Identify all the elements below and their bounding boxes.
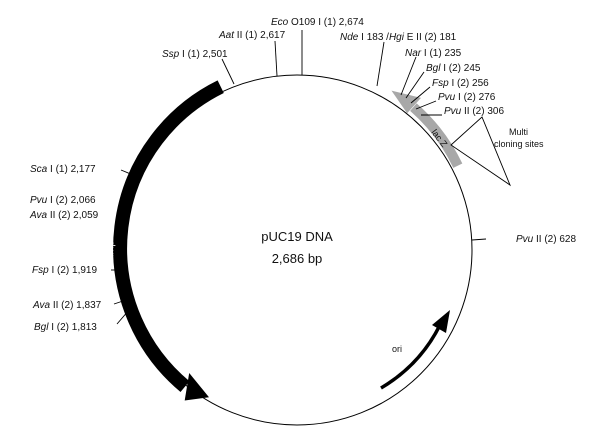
ori-arrow xyxy=(380,310,450,390)
tick-aatii xyxy=(274,40,278,77)
site-label-scai: Sca I (1) 2,177 xyxy=(30,164,96,175)
site-label-avaii-1837: Ava II (2) 1,837 xyxy=(32,300,102,311)
site-label-bgli-1813: Bgl I (2) 1,813 xyxy=(34,322,97,333)
tick-nari xyxy=(400,56,417,96)
ori-label: ori xyxy=(392,344,402,354)
site-label-pvui-2066: Pvu I (2) 2,066 xyxy=(30,195,96,206)
site-label-pvuii-628: Pvu II (2) 628 xyxy=(516,234,576,245)
tick-pvui-2066 xyxy=(121,201,128,206)
tick-avaii-1837 xyxy=(113,299,127,305)
site-label-fspi-256: Fsp I (2) 256 xyxy=(432,78,489,89)
site-label-ndei-hgieii: Nde I 183 /Hgi E II (2) 181 xyxy=(340,32,457,43)
plasmid-name: pUC19 DNA xyxy=(261,229,333,244)
site-label-aatii: Aat II (1) 2,617 xyxy=(218,30,286,41)
tick-pvuii-628 xyxy=(471,238,487,241)
tick-pvui-276 xyxy=(415,100,437,110)
site-label-sspi: Ssp I (1) 2,501 xyxy=(162,49,228,60)
site-label-avaii-2059: Ava II (2) 2,059 xyxy=(29,210,99,221)
mcs-marker xyxy=(450,116,511,187)
tick-ndei xyxy=(376,41,385,87)
site-ticks xyxy=(111,30,487,325)
tick-bgli-1813 xyxy=(116,309,130,325)
tick-fspi-256 xyxy=(410,86,431,104)
site-label-pvui-276: Pvu I (2) 276 xyxy=(438,92,496,103)
lacz-arrow xyxy=(391,90,463,168)
tick-bgli-245 xyxy=(405,71,425,99)
amp-label: Ampr xyxy=(105,237,116,261)
site-label-nari: Nar I (1) 235 xyxy=(405,48,462,59)
mcs-label: Multi cloning sites xyxy=(494,127,544,149)
site-label-ecoo109i: Eco O109 I (1) 2,674 xyxy=(271,17,364,28)
amp-arrow xyxy=(113,80,224,401)
site-label-bgli-245: Bgl I (2) 245 xyxy=(426,63,481,74)
plasmid-size: 2,686 bp xyxy=(272,251,323,266)
site-label-fspi-1919: Fsp I (2) 1,919 xyxy=(32,265,97,276)
tick-scai xyxy=(120,169,139,178)
site-label-pvuii-306: Pvu II (2) 306 xyxy=(444,106,504,117)
tick-sspi xyxy=(221,58,235,85)
